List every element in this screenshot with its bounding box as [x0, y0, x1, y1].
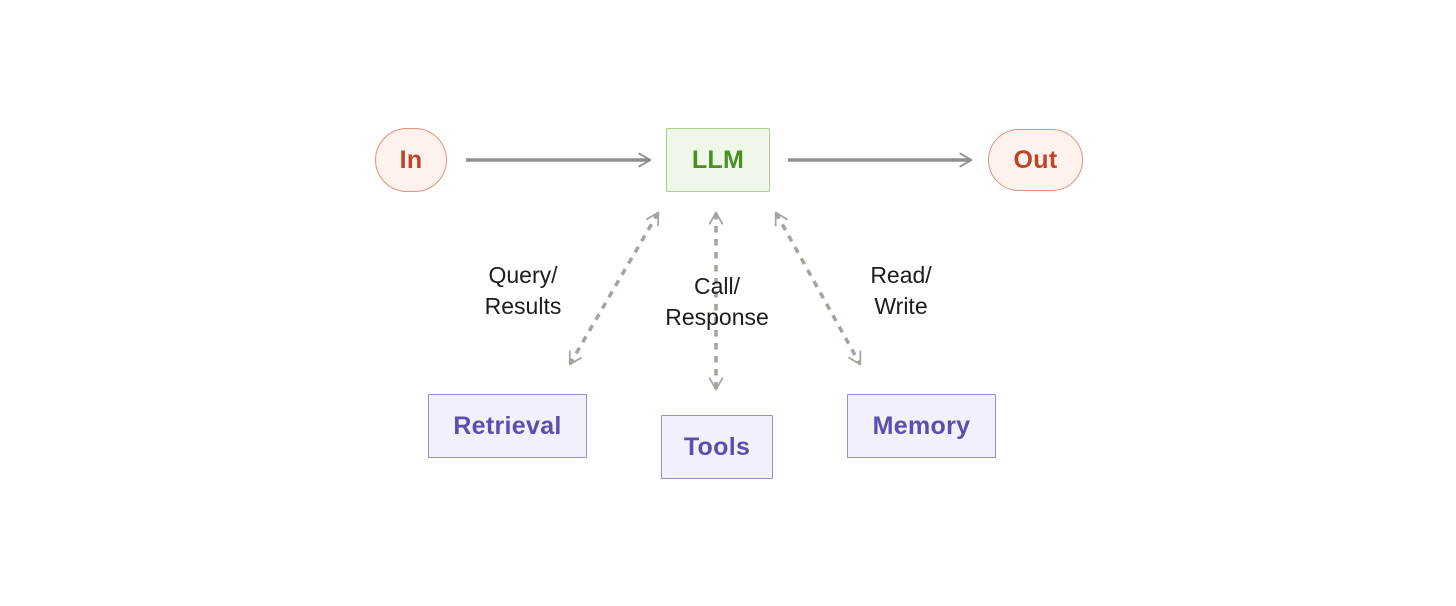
edge-label-call-line1: Call/: [693, 273, 741, 299]
node-llm-label: LLM: [691, 145, 745, 174]
arrow-llm-memory: [774, 211, 862, 366]
node-out: Out: [988, 129, 1083, 191]
node-llm: LLM: [666, 128, 770, 192]
edge-label-query-results: Query/ Results: [485, 260, 562, 322]
node-out-label: Out: [1013, 145, 1058, 174]
node-tools: Tools: [661, 415, 773, 479]
edge-label-call-response: Call/ Response: [665, 271, 769, 333]
node-in: In: [375, 128, 447, 192]
node-memory-label: Memory: [872, 411, 971, 440]
edge-label-read-write: Read/ Write: [870, 260, 931, 322]
node-retrieval-label: Retrieval: [453, 411, 562, 440]
edge-label-call-line2: Response: [665, 304, 769, 330]
node-memory: Memory: [847, 394, 996, 458]
node-in-label: In: [399, 145, 423, 174]
edge-label-read-line1: Read/: [870, 262, 932, 288]
edge-label-query-line2: Results: [484, 293, 562, 319]
arrow-llm-retrieval: [568, 211, 660, 366]
node-tools-label: Tools: [683, 432, 751, 461]
edge-label-read-line2: Write: [874, 293, 928, 319]
edge-label-query-line1: Query/: [488, 262, 558, 288]
node-retrieval: Retrieval: [428, 394, 587, 458]
